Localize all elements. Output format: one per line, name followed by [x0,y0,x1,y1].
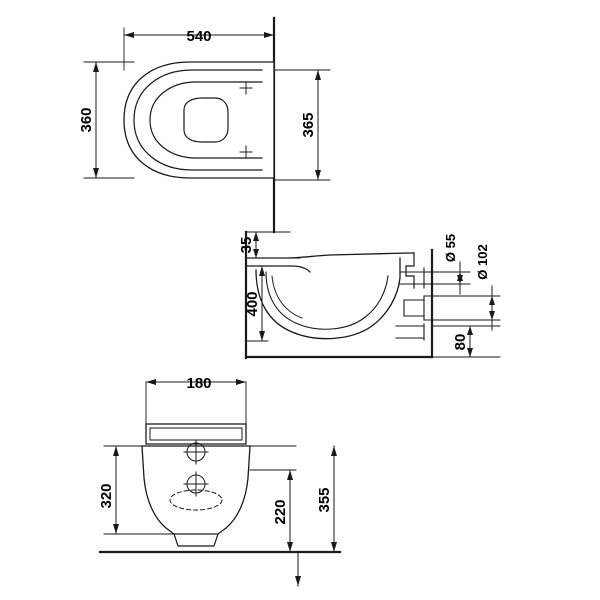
front-view-waste-outline [169,489,223,511]
dim-label-320: 320 [98,483,115,508]
dim-label-dia-102: Ø 102 [475,244,490,279]
dim-label-360: 360 [78,107,95,132]
dim-label-220: 220 [272,499,289,524]
dim-label-400: 400 [244,291,261,316]
side-view-outlet-assembly [395,267,425,341]
front-view-fixing-marks [183,439,209,497]
dim-label-365: 365 [300,112,317,137]
side-view-flush-connection [405,252,415,289]
dim-label-35: 35 [238,237,255,254]
top-view-seat-inner [149,81,263,159]
dimension-arrowheads [93,32,495,586]
front-view-seat-inner [149,427,243,441]
dim-label-180: 180 [186,375,211,392]
side-view-extension-lines [245,231,501,358]
top-view-fixing-marks [239,81,253,159]
dim-label-355: 355 [316,487,333,512]
top-view-aperture [183,97,229,143]
side-view-rim-top [245,252,415,259]
side-view-rim-under [245,265,311,273]
side-view-trap-curve [271,275,303,319]
side-view-bowl-profile [255,257,401,340]
side-view-bowl-inner [265,271,389,330]
dim-label-dia-55: Ø 55 [443,234,458,262]
front-view-extension-lines [103,381,297,535]
front-view-bowl-base [173,533,219,547]
front-view-seat [145,423,247,445]
top-view-seat-outer [133,69,263,171]
dim-label-80: 80 [452,334,469,351]
dim-label-540: 540 [186,28,211,45]
